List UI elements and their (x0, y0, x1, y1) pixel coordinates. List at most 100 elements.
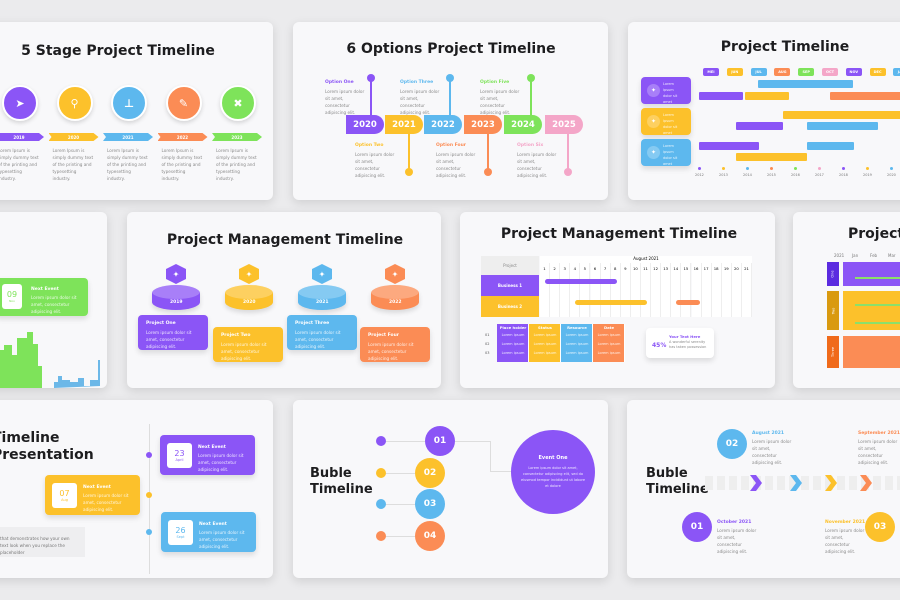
row-card: ✦Lorem ipsum dolor sit amet (641, 108, 691, 135)
table-cell: Lorem ipsum (597, 333, 621, 337)
table-row-number: 02 (485, 342, 490, 346)
gantt-bar (676, 300, 700, 305)
event-text: Lorem ipsum dolor sit amet, consectetur … (520, 466, 586, 488)
slide-title: 5 Stage Project Timeline (21, 43, 215, 59)
timeline-dot (146, 452, 152, 458)
table-cell: Lorem ipsum (533, 333, 557, 337)
year-segment: 2025 (545, 115, 583, 134)
day-cell: 1 (540, 263, 550, 317)
business-row-label: Business 1 (481, 275, 539, 296)
stage-circle: ✖ (220, 85, 256, 121)
megaphone-icon: ✎ (178, 96, 189, 110)
year-dot (842, 167, 845, 170)
number-bubble: 01 (425, 426, 455, 456)
day-cell: 14 (671, 263, 682, 317)
year-segment: 2024 (504, 115, 542, 134)
note-box (0, 527, 85, 557)
day-cell: 4 (570, 263, 581, 317)
stage-circle: ⊥ (111, 85, 147, 121)
lane (843, 291, 900, 330)
month-tag: JAN (893, 68, 900, 76)
lane-label: Two (827, 291, 839, 330)
timeline-dot (146, 492, 152, 498)
title-line-2: Timeline (646, 482, 709, 497)
option-label: Option Six (517, 143, 544, 148)
title-line-1: Buble (310, 466, 352, 481)
row-icon: ✦ (647, 146, 660, 159)
event-connector (455, 441, 491, 472)
year-dot (794, 167, 797, 170)
small-dot (376, 436, 386, 446)
slide-title: Buble Timeline (310, 466, 373, 498)
gantt-bar (575, 300, 647, 305)
table-column (593, 324, 625, 362)
vertical-line (149, 424, 150, 574)
table-cell: Lorem ipsum (501, 351, 525, 355)
city-skyline-graphic (0, 332, 100, 388)
magnifier-icon: ⚲ (70, 96, 79, 110)
year-segment: 2022 (424, 115, 462, 134)
option-text: Lorem ipsum dolor sit amet, consectetur … (436, 152, 476, 178)
small-dot (376, 468, 386, 478)
option-dot (527, 74, 535, 82)
year-dot (890, 167, 893, 170)
header-label: Mar (888, 253, 896, 258)
slide-title: Project Timeline (720, 39, 850, 55)
project-text: Lorem ipsum dolor sit amet, consectetur … (295, 330, 341, 349)
hexagon-icon: ✦ (239, 264, 259, 284)
year-label: 2016 (791, 173, 800, 177)
hierarchy-icon: ⊥ (123, 96, 135, 110)
stage-text: Lorem Ipsum is simply dummy text of the … (0, 148, 39, 181)
option-connector (408, 134, 410, 170)
day-cell: 20 (731, 263, 742, 317)
gantt-bar (830, 92, 900, 100)
row-icon: ✦ (647, 115, 660, 128)
project-title: Project One (146, 321, 176, 326)
lane-label: One (827, 262, 839, 286)
pin-icon: ✖ (233, 96, 243, 110)
number-bubble: 02 (717, 429, 747, 459)
date-text: Lorem ipsum dolor sit amet, consectetur … (717, 528, 757, 554)
stage-text: Lorem Ipsum is simply dummy text of the … (161, 148, 203, 181)
date-number: 09 (6, 290, 18, 299)
date-label: August 2021 (752, 431, 785, 436)
stage-text: Lorem Ipsum is simply dummy text of the … (107, 148, 148, 181)
lane (843, 262, 900, 286)
date-month: Aug (61, 498, 68, 502)
row-card: ✦Lorem ipsum dolor sit amet (641, 139, 691, 166)
day-cell: 3 (560, 263, 571, 317)
option-dot (367, 74, 375, 82)
lane-label-text: One (830, 270, 835, 278)
table-cell: Lorem ipsum (501, 342, 525, 346)
cylinder-year: 2019 (170, 300, 183, 305)
chevron-arrow-icon (825, 475, 837, 491)
number-bubble: 04 (415, 521, 445, 551)
gantt-bar (807, 122, 878, 130)
gantt-bar (745, 92, 789, 100)
date-month: April (175, 458, 184, 462)
timeline-dot (146, 529, 152, 535)
table-column (497, 324, 529, 362)
day-cell: 2 (550, 263, 561, 317)
option-label: Option Four (436, 143, 467, 148)
year-label: 2017 (815, 173, 824, 177)
month-tag: DEC (869, 68, 886, 76)
project-title: Project Four (368, 333, 399, 338)
table-cell: Lorem ipsum (501, 333, 525, 337)
slide-title: Project Management Timeline (166, 232, 404, 248)
progress-line (855, 277, 900, 279)
table-column (561, 324, 593, 362)
day-cell: 11 (641, 263, 651, 317)
event-label: Next Event (83, 485, 111, 490)
date-label: September 2021 (858, 431, 900, 436)
year-dot (770, 167, 773, 170)
day-cell: 17 (701, 263, 712, 317)
option-dot (484, 168, 492, 176)
cylinder (225, 285, 273, 310)
option-dot (446, 74, 454, 82)
option-label: Option One (325, 80, 354, 85)
